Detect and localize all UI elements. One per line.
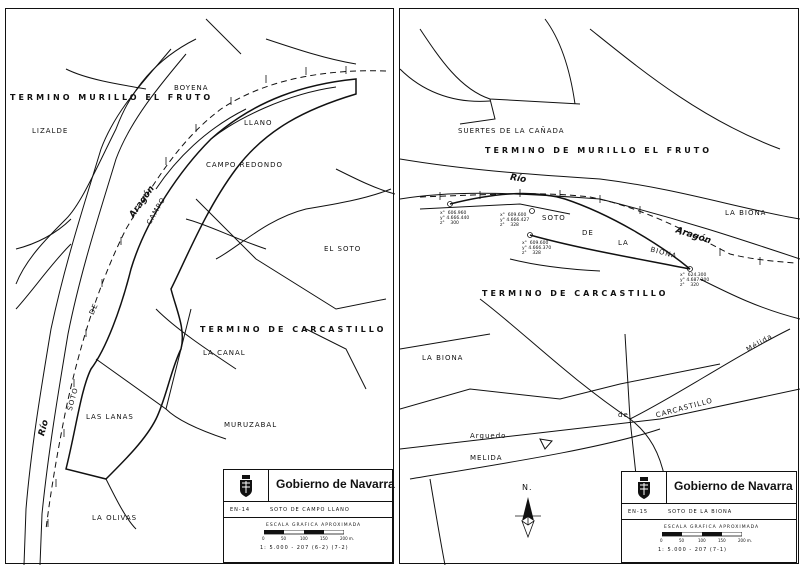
- scale-tick: 50: [281, 536, 287, 541]
- label-lizalde: LIZALDE: [32, 127, 69, 135]
- label-la-olivas: LA OLIVAS: [92, 514, 138, 522]
- legend-title: SOTO DE CAMPO LLANO: [270, 507, 350, 513]
- scale-tick: 200 m.: [340, 536, 355, 541]
- label-soto: SOTO: [542, 214, 566, 222]
- scale-tick: 150: [320, 536, 328, 541]
- label-muruzabal: MURUZABAL: [224, 421, 278, 429]
- label-termino-carcastillo: TERMINO DE CARCASTILLO: [200, 325, 387, 334]
- left-map-drawing: [15, 18, 395, 565]
- scale-tick: 150: [718, 538, 726, 543]
- navarra-crest-icon: [638, 477, 650, 499]
- scale-tick: 100: [698, 538, 706, 543]
- scale-caption: ESCALA GRAFICA APROXIMADA: [266, 523, 362, 528]
- legend-code: EN-15: [628, 509, 649, 515]
- scale-tick: 0: [660, 538, 663, 543]
- scale-tick: 0: [262, 536, 265, 541]
- scale-tick: 50: [679, 538, 685, 543]
- navarra-crest-icon: [240, 475, 252, 497]
- label-la-canal: LA CANAL: [203, 349, 246, 357]
- coordinate-label: x° 606.960 y° 4.666.440 z° 300: [440, 211, 470, 226]
- legend-reference: 1: 5.000 - 207 (6-2) (7-2): [260, 545, 349, 551]
- right-map-drawing: [400, 18, 800, 565]
- coordinate-label: x° 609.600 y° 4.666.370 z° 328: [522, 241, 552, 256]
- label-la-biona-east: LA BIONA: [725, 209, 767, 217]
- legend-code: EN-14: [230, 507, 251, 513]
- label-termino-murillo: TERMINO MURILLO EL FRUTO: [10, 93, 214, 102]
- scale-bar: [662, 532, 742, 537]
- label-de: DE: [582, 229, 594, 237]
- legend-box-left: Gobierno de Navarra EN-14 SOTO DE CAMPO …: [223, 469, 395, 563]
- label-north: N.: [522, 483, 533, 492]
- label-termino-murillo: TERMINO DE MURILLO EL FRUTO: [485, 146, 713, 155]
- label-la-biona-west: LA BIONA: [422, 354, 464, 362]
- north-arrow-icon: [515, 497, 541, 539]
- label-suertes: SUERTES DE LA CAÑADA: [458, 127, 565, 135]
- coordinate-label: x° 624.300 y° 4.687.300 z° 320: [680, 273, 710, 288]
- scale-tick: 200 m.: [738, 538, 753, 543]
- scale-caption: ESCALA GRAFICA APROXIMADA: [664, 525, 760, 530]
- map-soto-de-la-biona: SUERTES DE LA CAÑADA TERMINO DE MURILLO …: [399, 8, 800, 565]
- legend-box-right: Gobierno de Navarra EN-15 SOTO DE LA BIO…: [621, 471, 797, 563]
- coordinate-label: x° 609.600 y° 4.666.427 z° 328: [500, 213, 530, 228]
- scale-bar: [264, 530, 344, 535]
- scale-tick: 100: [300, 536, 308, 541]
- government-name: Gobierno de Navarra: [674, 479, 793, 493]
- legend-reference: 1: 5.000 - 207 (7-1): [658, 547, 727, 553]
- label-el-soto: EL SOTO: [324, 245, 362, 253]
- label-arguedo: Arguedo: [470, 432, 507, 440]
- label-de-small: de: [618, 411, 629, 419]
- government-name: Gobierno de Navarra: [276, 477, 395, 491]
- label-la: LA: [618, 239, 629, 247]
- label-llano: LLANO: [244, 119, 273, 127]
- label-termino-carcastillo: TERMINO DE CARCASTILLO: [482, 289, 669, 298]
- label-melida: MELIDA: [470, 454, 503, 462]
- label-boyena: BOYENA: [174, 84, 209, 92]
- label-las-lanas: LAS LANAS: [86, 413, 134, 421]
- map-soto-campo-llano: TERMINO MURILLO EL FRUTO BOYENA LIZALDE …: [5, 8, 395, 565]
- legend-title: SOTO DE LA BIONA: [668, 509, 733, 515]
- label-campo-redondo: CAMPO REDONDO: [206, 161, 283, 169]
